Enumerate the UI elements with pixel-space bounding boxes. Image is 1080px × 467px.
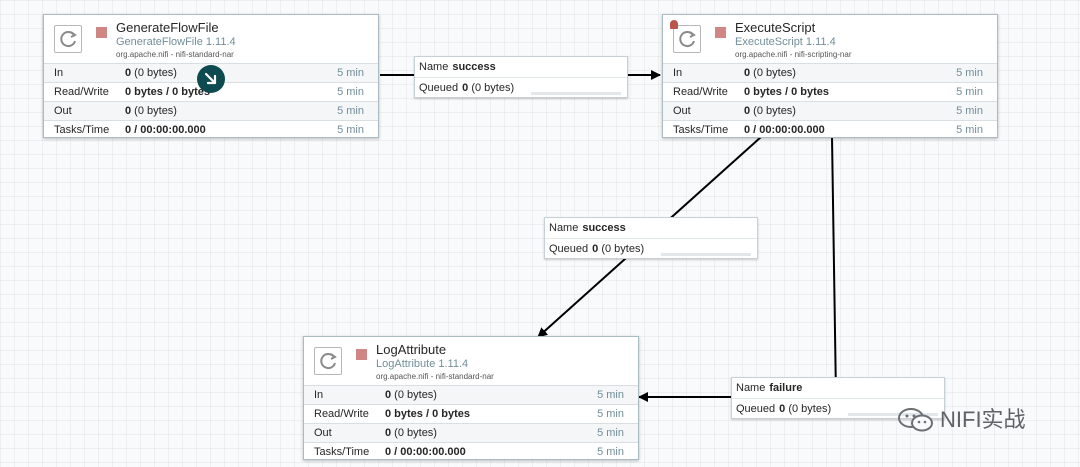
connection-name: success bbox=[582, 222, 626, 234]
stat-window: 5 min bbox=[597, 427, 624, 439]
connection-queued-count: 0 bbox=[462, 82, 469, 94]
stat-window: 5 min bbox=[337, 105, 364, 117]
processor-type: GenerateFlowFile 1.11.4 bbox=[116, 36, 236, 48]
stopped-icon bbox=[715, 27, 726, 38]
connection-name-label: Name bbox=[549, 222, 579, 234]
connection-line-execute-to-log-failure[interactable] bbox=[638, 136, 838, 402]
stat-value: 0 / 00:00:00.000 bbox=[744, 124, 825, 136]
stat-label: In bbox=[54, 67, 64, 79]
stat-label: Out bbox=[54, 105, 72, 117]
processor-icon bbox=[314, 347, 342, 375]
stat-window: 5 min bbox=[337, 86, 364, 98]
processor-bundle: org.apache.nifi - nifi-scripting-nar bbox=[735, 50, 852, 59]
processor-bundle: org.apache.nifi - nifi-standard-nar bbox=[116, 50, 234, 59]
stopped-icon bbox=[96, 27, 107, 38]
stat-label: In bbox=[673, 67, 683, 79]
stat-value: 0 / 00:00:00.000 bbox=[125, 124, 206, 136]
processor-icon bbox=[54, 25, 82, 53]
stat-window: 5 min bbox=[337, 124, 364, 136]
stat-row-out: Out 0 (0 bytes) 5 min bbox=[44, 101, 378, 120]
stat-window: 5 min bbox=[956, 86, 983, 98]
stat-row-read-write: Read/Write 0 bytes / 0 bytes 5 min bbox=[304, 404, 638, 423]
create-connection-handle[interactable] bbox=[197, 65, 225, 93]
stat-row-tasks-time: Tasks/Time 0 / 00:00:00.000 5 min bbox=[663, 120, 997, 139]
stat-row-in: In 0 (0 bytes) 5 min bbox=[304, 385, 638, 404]
stat-value: 0 bytes / 0 bytes bbox=[744, 86, 829, 98]
stat-value: 0 (0 bytes) bbox=[385, 427, 437, 439]
processor-logattribute[interactable]: LogAttribute LogAttribute 1.11.4 org.apa… bbox=[303, 336, 639, 460]
stat-value: 0 bytes / 0 bytes bbox=[125, 86, 210, 98]
stat-label: Read/Write bbox=[314, 408, 369, 420]
stat-row-tasks-time: Tasks/Time 0 / 00:00:00.000 5 min bbox=[304, 442, 638, 461]
connection-name: success bbox=[452, 61, 496, 73]
stat-value: 0 (0 bytes) bbox=[744, 67, 796, 79]
connection-name-label: Name bbox=[736, 382, 766, 394]
processor-executescript[interactable]: ExecuteScript ExecuteScript 1.11.4 org.a… bbox=[662, 14, 998, 138]
connection-queued-size: (0 bytes) bbox=[788, 403, 832, 415]
stat-row-tasks-time: Tasks/Time 0 / 00:00:00.000 5 min bbox=[44, 120, 378, 139]
stat-row-out: Out 0 (0 bytes) 5 min bbox=[663, 101, 997, 120]
connection-queued-size: (0 bytes) bbox=[601, 243, 645, 255]
stat-label: Read/Write bbox=[54, 86, 109, 98]
watermark: NIFI实战 bbox=[896, 404, 1026, 434]
stat-row-in: In 0 (0 bytes) 5 min bbox=[663, 63, 997, 82]
connection-name: failure bbox=[769, 382, 803, 394]
stat-window: 5 min bbox=[956, 67, 983, 79]
connection-queued-size: (0 bytes) bbox=[471, 82, 515, 94]
stat-label: In bbox=[314, 389, 324, 401]
stat-label: Tasks/Time bbox=[673, 124, 729, 136]
stat-value: 0 (0 bytes) bbox=[385, 389, 437, 401]
stopped-icon bbox=[356, 349, 367, 360]
stat-label: Tasks/Time bbox=[54, 124, 110, 136]
processor-bundle: org.apache.nifi - nifi-standard-nar bbox=[376, 372, 494, 381]
processor-name: LogAttribute bbox=[376, 342, 447, 357]
stat-window: 5 min bbox=[597, 408, 624, 420]
connection-queued-count: 0 bbox=[592, 243, 599, 255]
stat-window: 5 min bbox=[597, 446, 624, 458]
stat-window: 5 min bbox=[956, 105, 983, 117]
stat-label: Tasks/Time bbox=[314, 446, 370, 458]
queue-progress-bar bbox=[661, 253, 751, 256]
processor-type: LogAttribute 1.11.4 bbox=[376, 358, 469, 370]
stat-label: Out bbox=[314, 427, 332, 439]
stat-label: Out bbox=[673, 105, 691, 117]
stat-value: 0 (0 bytes) bbox=[125, 105, 177, 117]
wechat-icon bbox=[898, 408, 933, 432]
connection-name-label: Name bbox=[419, 61, 449, 73]
stat-window: 5 min bbox=[597, 389, 624, 401]
stat-value: 0 / 00:00:00.000 bbox=[385, 446, 466, 458]
connection-queued-label: Queued bbox=[736, 403, 776, 415]
stat-window: 5 min bbox=[956, 124, 983, 136]
connection-queued-label: Queued bbox=[549, 243, 589, 255]
queue-progress-bar bbox=[848, 413, 938, 416]
processor-icon bbox=[673, 25, 701, 53]
watermark-text: NIFI实战 bbox=[940, 407, 1026, 433]
stat-label: Read/Write bbox=[673, 86, 728, 98]
processor-name: GenerateFlowFile bbox=[116, 20, 219, 35]
arrow-down-right-icon bbox=[204, 72, 217, 85]
connection-queued-count: 0 bbox=[779, 403, 786, 415]
stat-row-read-write: Read/Write 0 bytes / 0 bytes 5 min bbox=[663, 82, 997, 101]
stat-value: 0 (0 bytes) bbox=[125, 67, 177, 79]
stat-value: 0 bytes / 0 bytes bbox=[385, 408, 470, 420]
stat-row-out: Out 0 (0 bytes) 5 min bbox=[304, 423, 638, 442]
processor-name: ExecuteScript bbox=[735, 20, 816, 35]
restricted-shield-icon bbox=[670, 20, 678, 29]
processor-type: ExecuteScript 1.11.4 bbox=[735, 36, 836, 48]
queue-progress-bar bbox=[531, 92, 621, 95]
stat-window: 5 min bbox=[337, 67, 364, 79]
connection-queued-label: Queued bbox=[419, 82, 459, 94]
stat-value: 0 (0 bytes) bbox=[744, 105, 796, 117]
